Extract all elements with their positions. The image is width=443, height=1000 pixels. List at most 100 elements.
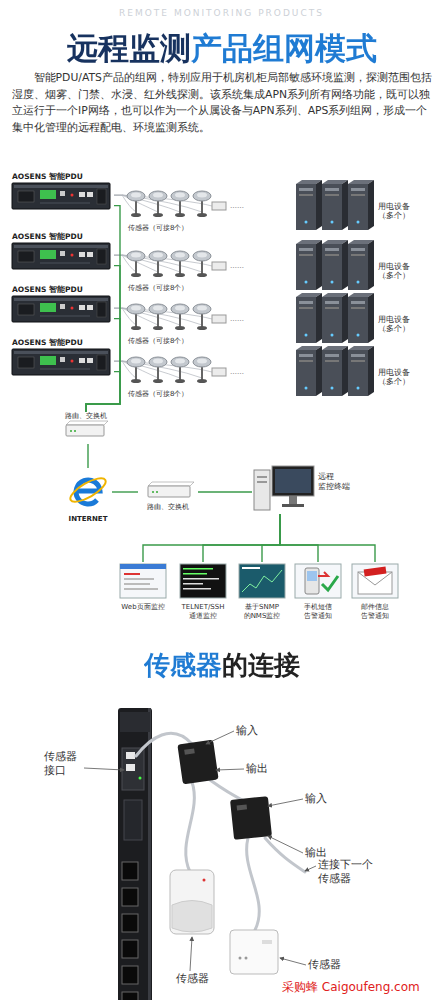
snmp-screenshot	[239, 564, 285, 598]
load-equipment: 用电设备（多个）	[292, 295, 440, 345]
node-label: 邮件信息 告警通知	[347, 603, 403, 621]
connector-line	[87, 444, 88, 468]
callout-label: 传感器 接口	[44, 750, 84, 778]
callout-label: 输入	[236, 724, 266, 738]
node-label: 路由、交换机	[60, 412, 112, 421]
node-label: 路由、交换机	[138, 503, 198, 512]
sensor-icons	[122, 251, 226, 277]
site-watermark: 采购蜂 Caigoufeng.com	[282, 980, 442, 995]
node-label: 传感器（可接8个）	[128, 337, 228, 346]
main-title: 远程监测产品组网模式	[67, 28, 377, 70]
connector-line	[114, 195, 122, 196]
section-heading: 传感器的连接	[144, 648, 300, 683]
pdu-unit: AOSENS 智能PDU	[10, 172, 114, 214]
sensor-icons	[122, 357, 226, 383]
connector-line	[112, 491, 138, 492]
server-icons	[296, 293, 374, 343]
node-label: 远程 监控终端	[318, 472, 354, 492]
pdu-unit: AOSENS 智能PDU	[10, 285, 114, 327]
ellipsis: ……	[382, 272, 402, 281]
node-label: AOSENS 智能PDU	[12, 338, 112, 347]
ellipsis: ……	[230, 368, 250, 377]
connector-line	[86, 266, 120, 412]
computer-icon	[254, 466, 314, 510]
server-icons	[296, 180, 374, 230]
sensor-group: 传感器（可接8个）	[122, 299, 232, 349]
email-icon	[352, 564, 398, 598]
intro-paragraph: 智能PDU/ATS产品的组网，特别应用于机房机柜局部敏感环境监测，探测范围包括湿…	[12, 70, 432, 136]
node-label: INTERNET	[64, 515, 112, 524]
connector-line	[198, 491, 252, 492]
header-watermark: REMOTE MONITORING PRODUCTS	[0, 8, 443, 19]
sensor-group: 传感器（可接8个）	[122, 352, 232, 402]
connector-line	[280, 514, 318, 562]
pdu-bar-photo	[118, 708, 152, 1000]
heading-row: 传感器的连接	[0, 648, 443, 683]
pdu-device	[12, 349, 110, 375]
small-sensor	[230, 930, 278, 974]
router-icon	[148, 482, 194, 497]
sensor-cables	[136, 733, 305, 930]
monitor-method: Web页面监控	[115, 562, 171, 628]
internet-icon	[67, 474, 109, 506]
load-equipment: 用电设备（多个）	[292, 182, 440, 232]
monitor-method: 手机短信 告警通知	[290, 562, 346, 628]
monitor-method: 邮件信息 告警通知	[347, 562, 403, 628]
pdu-device	[12, 243, 110, 269]
ellipsis: ……	[382, 325, 402, 334]
node-label: 传感器（可接8个）	[128, 284, 228, 293]
ellipsis: ……	[230, 202, 250, 211]
internet-node: INTERNET	[64, 468, 112, 526]
callout-label: 传感器	[176, 972, 216, 986]
connector-line	[203, 514, 280, 562]
callout-label: 输出	[305, 846, 335, 860]
callout-label: 输入	[305, 792, 335, 806]
load-equipment: 用电设备（多个）	[292, 348, 440, 398]
load-equipment: 用电设备（多个）	[292, 242, 440, 292]
pdu-device	[12, 183, 110, 209]
router-switch: 路由、交换机	[138, 484, 198, 514]
node-label: 传感器（可接8个）	[128, 390, 228, 399]
sensor-group: 传感器（可接8个）	[122, 246, 232, 296]
connector-line	[86, 372, 120, 412]
node-label: AOSENS 智能PDU	[12, 285, 112, 294]
callout-label: 连接下一个 传感器	[318, 858, 380, 886]
monitor-method: 基于SNMP 的NMS监控	[234, 562, 290, 628]
node-label: AOSENS 智能PDU	[12, 232, 112, 241]
sensor-group: 传感器（可接8个）	[122, 186, 232, 236]
ellipsis: ……	[230, 315, 250, 324]
connector-line	[262, 514, 280, 562]
pir-sensor	[170, 870, 214, 934]
connector-line	[143, 514, 280, 562]
node-label: Web页面监控	[115, 603, 171, 612]
connector-line	[280, 514, 375, 562]
connector-line	[114, 361, 122, 362]
ellipsis: ……	[382, 212, 402, 221]
node-label: 手机短信 告警通知	[290, 603, 346, 621]
telnet-screenshot	[180, 564, 226, 598]
connector-line	[114, 308, 122, 309]
heading-row: 远程监测产品组网模式	[0, 28, 443, 70]
ellipsis: ……	[230, 262, 250, 271]
monitor-method: TELNET/SSH 通道监控	[175, 562, 231, 628]
ellipsis: ……	[382, 378, 402, 387]
monitor-terminal: 远程 监控终端	[252, 460, 356, 514]
connector-line	[86, 206, 120, 412]
router-icon	[66, 421, 108, 436]
connector-line	[86, 319, 120, 412]
callout-label: 传感器	[308, 958, 348, 972]
leader-lines	[84, 731, 316, 971]
web-screenshot	[120, 564, 166, 598]
connector-line	[114, 255, 122, 256]
pdu-unit: AOSENS 智能PDU	[10, 232, 114, 274]
sensor-module	[230, 796, 272, 840]
pdu-device	[12, 296, 110, 322]
sensor-icons	[122, 304, 226, 330]
server-icons	[296, 240, 374, 290]
sensor-module	[177, 740, 218, 785]
sms-icon	[295, 564, 341, 598]
server-icons	[296, 346, 374, 396]
router-switch: 路由、交换机	[60, 412, 112, 444]
